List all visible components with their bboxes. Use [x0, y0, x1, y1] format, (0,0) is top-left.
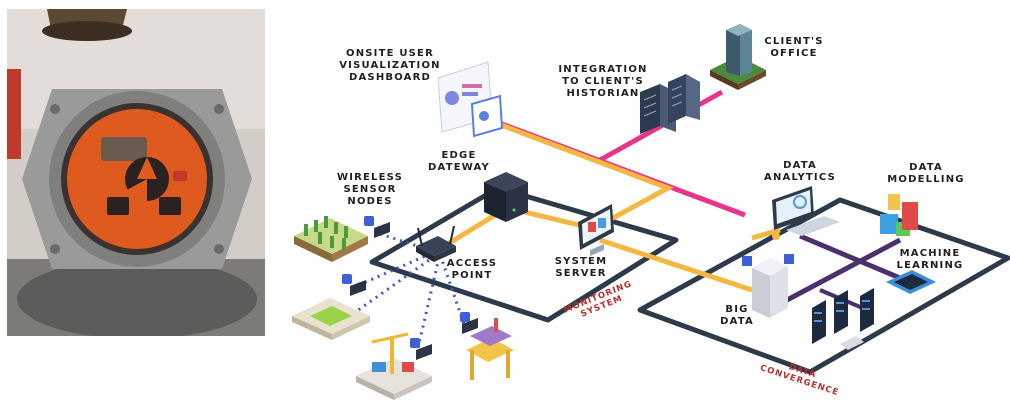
greenhouse-sensor-icon: [292, 274, 370, 340]
data-analytics-label: DATA ANALYTICS: [764, 160, 836, 183]
data-analytics-icon: [772, 186, 840, 240]
data-modelling-label: DATA MODELLING: [887, 162, 965, 185]
access-point-label: ACCESS POINT: [446, 258, 498, 281]
office-building-icon: [710, 24, 766, 90]
access-point-icon: [416, 225, 456, 262]
system-server-icon: [578, 204, 614, 256]
edge-gateway-icon: [484, 172, 528, 222]
bigdata-to-modelling-link: [770, 237, 902, 311]
analytics-orange-link: [751, 227, 781, 241]
dashboard-to-server-link: [487, 117, 674, 228]
monitoring-zone-outline: [369, 185, 679, 323]
server-to-bigdata-link: [599, 237, 753, 293]
wireless-sensors-label: WIRELESS SENSOR NODES: [336, 172, 404, 207]
dashboard-icon: [437, 61, 504, 138]
big-data-icon: [742, 254, 794, 318]
sensor-photo: [7, 9, 265, 336]
data-modelling-icon: [880, 194, 918, 236]
machine-learning-icon: [886, 270, 936, 294]
historian-label: INTEGRATION TO CLIENT'S HISTORIAN: [558, 64, 648, 99]
edge-gateway-label: EDGE DATEWAY: [428, 150, 490, 173]
system-server-label: SYSTEM SERVER: [554, 256, 608, 279]
construction-site-icon: [356, 332, 432, 400]
big-data-label: BIG DATA: [720, 304, 754, 327]
machine-learning-label: MACHINE LEARNING: [896, 248, 964, 271]
sensor-field-icon: [294, 216, 390, 262]
sensor-photo-illustration: [7, 9, 265, 336]
office-label: CLIENT'S OFFICE: [764, 36, 824, 59]
platform-sensor-icon: [460, 312, 514, 380]
dashboard-label: ONSITE USER VISUALIZATION DASHBOARD: [339, 48, 441, 83]
historian-servers-icon: [640, 74, 700, 134]
server-cluster-icon: [812, 288, 874, 350]
analytics-to-ml-link: [799, 233, 901, 281]
